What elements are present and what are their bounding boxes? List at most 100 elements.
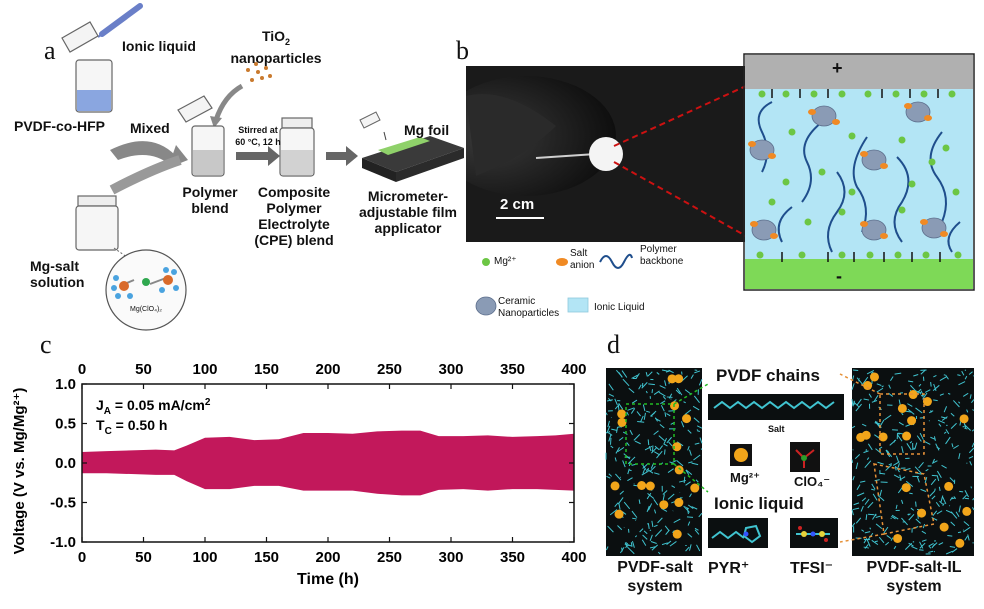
sim-chain-segment [945, 429, 950, 435]
sim-mg-ion [907, 416, 917, 426]
sim-chain-segment [904, 542, 913, 551]
sim-chain-segment [875, 523, 883, 530]
sim-chain-segment [895, 504, 898, 509]
sim-chain-segment [958, 401, 961, 404]
sim-chain-segment [664, 449, 666, 455]
sim-chain-segment [906, 443, 912, 451]
sim-chain-segment [614, 403, 620, 410]
sim-chain-segment [933, 374, 937, 378]
sim-chain-segment [972, 409, 975, 411]
sim-chain-segment [617, 405, 620, 412]
sim-chain-segment [696, 430, 701, 432]
sim-chain-segment [631, 510, 638, 518]
sim-chain-segment [884, 414, 892, 421]
sim-chain-segment [614, 398, 618, 406]
sim-chain-segment [609, 509, 618, 516]
sim-chain-segment [933, 383, 937, 392]
sim-chain-segment [672, 460, 677, 463]
sim-chain-segment [866, 370, 875, 375]
sim-chain-segment [933, 436, 936, 442]
sim-chain-segment [646, 492, 652, 500]
sim-chain-segment [930, 381, 932, 387]
label-pyr: PYR⁺ [708, 560, 750, 577]
sim-chain-segment [930, 478, 937, 486]
sim-chain-segment [647, 371, 653, 377]
sim-chain-segment [866, 457, 870, 460]
positive-electrode [745, 55, 973, 89]
sim-chain-segment [869, 527, 872, 530]
sim-chain-segment [700, 448, 703, 451]
sim-chain-segment [905, 468, 911, 471]
sim-chain-segment [935, 501, 940, 507]
sim-chain-segment [641, 470, 649, 476]
sim-chain-segment [888, 463, 893, 466]
sim-chain-segment [896, 434, 903, 442]
sim-chain-segment [890, 376, 894, 381]
sim-chain-segment [932, 510, 938, 517]
sim-chain-segment [860, 505, 864, 512]
sim-chain-segment [861, 423, 867, 427]
sim-chain-segment [694, 442, 700, 445]
sim-chain-segment [643, 412, 646, 420]
sim-chain-segment [852, 375, 855, 380]
sim-chain-segment [893, 461, 900, 466]
sim-chain-segment [856, 398, 862, 406]
x-tick-label-top: 400 [561, 361, 586, 378]
sim-chain-segment [919, 432, 924, 440]
sim-chain-segment [966, 409, 969, 413]
sim-chain-segment [622, 460, 626, 468]
sim-chain-segment [689, 449, 692, 456]
label-pvdf: PVDF-co-HFP [14, 118, 105, 134]
sim-chain-segment [627, 546, 635, 555]
sim-chain-segment [625, 544, 630, 549]
sim-chain-segment [648, 503, 653, 511]
x-tick-label-top: 50 [135, 361, 152, 378]
sim-chain-segment [658, 391, 666, 397]
sim-chain-segment [941, 464, 947, 469]
sim-chain-segment [607, 398, 612, 402]
sim-chain-segment [922, 523, 926, 529]
sim-mg-ion [667, 374, 677, 384]
sim-chain-segment [619, 490, 624, 495]
cpe-schematic [743, 53, 975, 291]
sim-mg-ion [637, 481, 647, 491]
sim-chain-segment [851, 425, 856, 429]
label-clo4: ClO₄⁻ [794, 474, 831, 489]
sim-chain-segment [615, 473, 622, 481]
y-tick-label: 1.0 [55, 376, 76, 393]
sim-chain-segment [607, 525, 614, 533]
sim-chain-segment [952, 400, 960, 408]
sim-chain-segment [931, 460, 938, 464]
sim-chain-segment [864, 531, 871, 534]
sim-chain-segment [938, 542, 944, 546]
sim-chain-segment [871, 400, 878, 403]
sim-chain-segment [880, 419, 885, 426]
sim-chain-segment [640, 415, 644, 423]
sim-chain-segment [863, 450, 869, 454]
sim-chain-segment [919, 541, 924, 549]
sim-chain-segment [673, 518, 681, 524]
x-tick-label-top: 200 [315, 361, 340, 378]
sim-chain-segment [680, 421, 685, 428]
sim-mg-ion [682, 414, 692, 424]
sim-chain-segment [608, 473, 613, 477]
sim-chain-segment [932, 384, 940, 392]
sim-chain-segment [940, 495, 944, 502]
sim-chain-segment [618, 503, 621, 510]
sim-chain-segment [969, 394, 972, 399]
sim-chain-segment [645, 467, 650, 472]
sim-chain-segment [851, 399, 854, 406]
sim-chain-segment [918, 383, 922, 387]
sim-chain-segment [928, 542, 934, 547]
sim-chain-segment [938, 423, 942, 427]
sim-chain-segment [690, 374, 694, 379]
sim-chain-segment [663, 443, 668, 447]
sim-chain-segment [664, 412, 667, 417]
sim-chain-segment [913, 374, 919, 377]
panel-a-schematic [61, 3, 464, 331]
sim-chain-segment [957, 531, 962, 534]
x-tick-label: 300 [438, 549, 463, 566]
sim-chain-segment [627, 477, 633, 482]
